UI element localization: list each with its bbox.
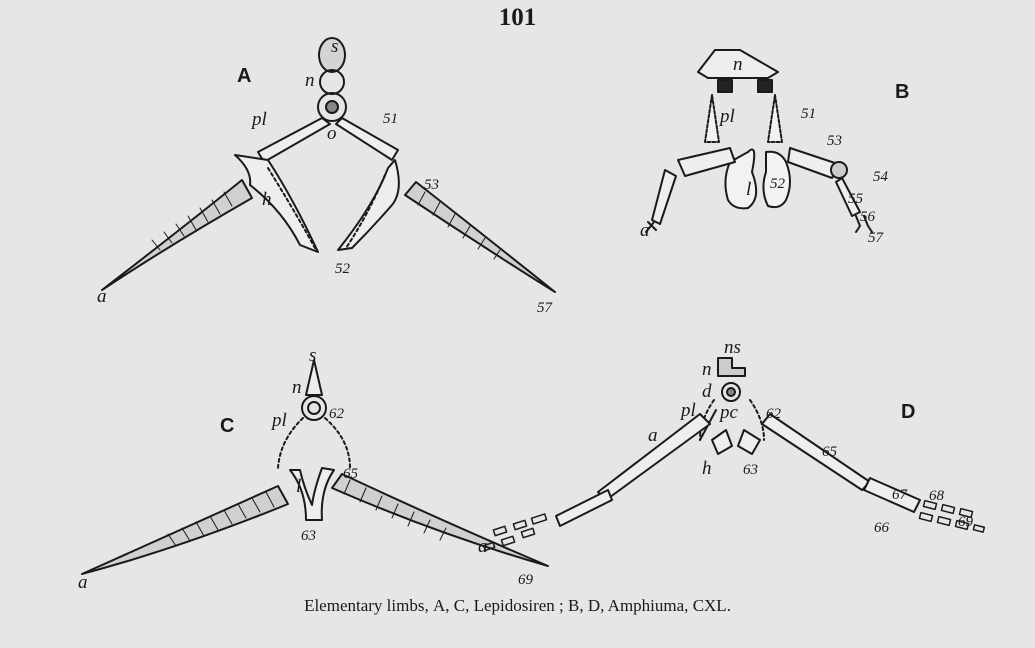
svg-text:55: 55 (848, 191, 864, 207)
d-pelvis-left (712, 430, 732, 454)
svg-text:s: s (309, 345, 316, 366)
svg-text:n: n (292, 377, 302, 398)
svg-text:a: a (78, 572, 88, 593)
a-neural-ring (320, 70, 344, 94)
c-fig-letter: C (220, 415, 234, 437)
b-humerus-right (788, 148, 838, 178)
svg-text:n: n (702, 359, 712, 380)
svg-text:a: a (478, 536, 488, 557)
c-limb-right (332, 474, 548, 566)
b-process-right (758, 80, 772, 92)
svg-text:57: 57 (537, 300, 554, 316)
svg-text:h: h (262, 189, 272, 210)
svg-text:51: 51 (801, 106, 816, 122)
svg-text:52: 52 (335, 261, 351, 277)
c-vertebra-ring (302, 396, 326, 420)
svg-text:69: 69 (958, 514, 974, 530)
svg-text:62: 62 (329, 406, 345, 422)
svg-text:n: n (733, 54, 743, 75)
a-centrum (326, 101, 338, 113)
figure-a: A s n pl o h a 51 52 53 57 (97, 36, 555, 316)
c-limb-left (82, 486, 288, 574)
svg-text:56: 56 (860, 209, 876, 225)
svg-text:66: 66 (874, 520, 890, 536)
svg-text:68: 68 (929, 488, 945, 504)
svg-text:a: a (648, 425, 658, 446)
svg-text:n: n (305, 70, 315, 91)
svg-text:pl: pl (679, 400, 696, 421)
svg-text:67: 67 (892, 487, 909, 503)
svg-text:65: 65 (343, 466, 359, 482)
svg-text:pl: pl (270, 410, 287, 431)
figure-d: D ns n d pc pl a a h 62 63 65 66 67 68 6… (478, 337, 984, 557)
svg-text:ns: ns (724, 337, 741, 358)
a-girdle-right (338, 160, 399, 250)
svg-text:57: 57 (868, 230, 885, 246)
b-process-left (718, 80, 732, 92)
a-limb-right (405, 182, 555, 292)
svg-text:s: s (331, 36, 338, 57)
svg-text:65: 65 (822, 444, 838, 460)
svg-text:o: o (327, 123, 337, 144)
svg-text:l: l (746, 179, 751, 200)
svg-text:69: 69 (518, 572, 534, 588)
svg-text:a: a (640, 220, 650, 241)
d-femur-right (762, 414, 870, 490)
b-fig-letter: B (895, 81, 909, 103)
a-girdle-left (235, 155, 318, 252)
d-tibia-left (556, 490, 612, 526)
svg-text:62: 62 (766, 406, 782, 422)
svg-text:63: 63 (301, 528, 316, 544)
d-centrum (727, 388, 735, 396)
b-coracoid-right (768, 95, 782, 142)
svg-text:51: 51 (383, 111, 398, 127)
a-fig-letter: A (237, 65, 251, 87)
d-fig-letter: D (901, 401, 915, 423)
b-joint-right (831, 162, 847, 178)
c-centrum (308, 402, 320, 414)
svg-text:63: 63 (743, 462, 758, 478)
b-forearm-left (652, 170, 676, 224)
b-coracoid-left (705, 95, 719, 142)
svg-text:53: 53 (827, 133, 842, 149)
svg-text:54: 54 (873, 169, 889, 185)
d-foot-right (919, 501, 984, 532)
d-neural-spine (718, 358, 745, 376)
svg-text:h: h (702, 458, 712, 479)
c-girdle-right (325, 418, 350, 468)
svg-text:d: d (702, 381, 712, 402)
svg-text:a: a (97, 286, 107, 307)
a-pectoral-left (258, 118, 330, 162)
figure-caption: Elementary limbs, A, C, Lepidosiren ; B,… (0, 596, 1035, 616)
svg-text:pc: pc (718, 402, 739, 423)
svg-text:53: 53 (424, 177, 439, 193)
svg-text:l: l (296, 476, 301, 497)
d-pelvis-right (738, 430, 760, 454)
figure-b: B n pl l a 51 52 53 54 55 56 57 (640, 50, 909, 246)
svg-text:52: 52 (770, 176, 786, 192)
svg-text:pl: pl (718, 106, 735, 127)
a-limb-left (102, 180, 252, 290)
svg-text:pl: pl (250, 109, 267, 130)
